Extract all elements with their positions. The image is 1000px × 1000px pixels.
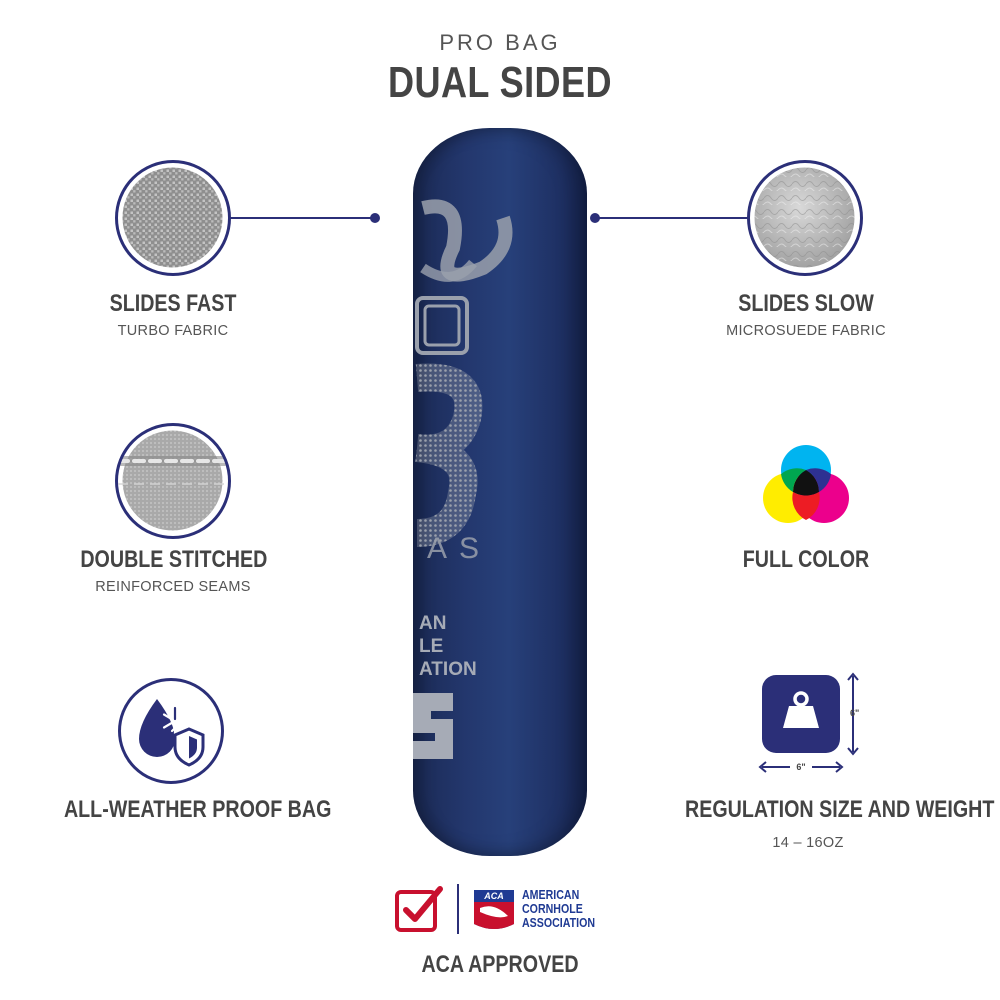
- feature-subtitle-slides-fast: TURBO FABRIC: [117, 323, 229, 339]
- cornhole-bag-image: AS AN LE ATION: [413, 128, 587, 856]
- aca-logo-text: ACA: [483, 891, 504, 901]
- eyebrow-text: PRO BAG: [439, 30, 561, 55]
- bag-print-text: AN LE ATION: [419, 612, 477, 681]
- turbo-fabric-swatch-icon: [115, 160, 231, 276]
- bag-print-line: LE: [419, 636, 444, 657]
- connector-line-right: [595, 217, 751, 219]
- connector-dot-left: [370, 213, 380, 223]
- drop-snowflake-shield-icon: [118, 678, 224, 784]
- feature-title-double-stitched: DOUBLE STITCHED: [80, 546, 268, 573]
- width-dimension-label: 6": [790, 762, 812, 772]
- feature-subtitle-slides-slow: MICROSUEDE FABRIC: [726, 323, 886, 339]
- aca-wordmark: AMERICAN CORNHOLE ASSOCIATION: [522, 888, 595, 930]
- feature-title-all-weather: ALL-WEATHER PROOF BAG: [63, 796, 332, 823]
- aca-line: ASSOCIATION: [522, 916, 596, 930]
- microsuede-swatch-icon: [747, 160, 863, 276]
- height-dimension-arrow-icon: [847, 672, 859, 756]
- cmy-color-icon: [763, 445, 849, 523]
- height-dimension-label: 6": [850, 708, 860, 718]
- weight-icon: [762, 675, 840, 753]
- aca-line: AMERICAN: [522, 888, 580, 902]
- bag-print-line: AN: [419, 613, 447, 634]
- aca-approved-label: ACA APPROVED: [421, 951, 579, 978]
- stitched-seam-swatch-icon: [115, 423, 231, 539]
- feature-title-slides-slow: SLIDES SLOW: [738, 290, 874, 317]
- bag-print-mark: [413, 693, 453, 759]
- feature-title-regulation: REGULATION SIZE AND WEIGHT: [685, 796, 995, 823]
- page-title: DUAL SIDED: [388, 58, 612, 107]
- feature-title-full-color: FULL COLOR: [742, 546, 870, 573]
- svg-text:AS: AS: [427, 532, 491, 565]
- aca-divider: [457, 884, 459, 934]
- feature-subtitle-regulation: 14 – 16OZ: [772, 835, 844, 851]
- feature-title-slides-fast: SLIDES FAST: [109, 290, 237, 317]
- aca-line: CORNHOLE: [522, 902, 583, 916]
- connector-line-left: [230, 217, 376, 219]
- checkmark-icon: [395, 886, 443, 932]
- bag-print-graphic: AS: [415, 199, 513, 565]
- bag-print-line: ATION: [419, 659, 477, 680]
- aca-logo: ACA: [474, 890, 514, 929]
- feature-subtitle-double-stitched: REINFORCED SEAMS: [95, 579, 251, 595]
